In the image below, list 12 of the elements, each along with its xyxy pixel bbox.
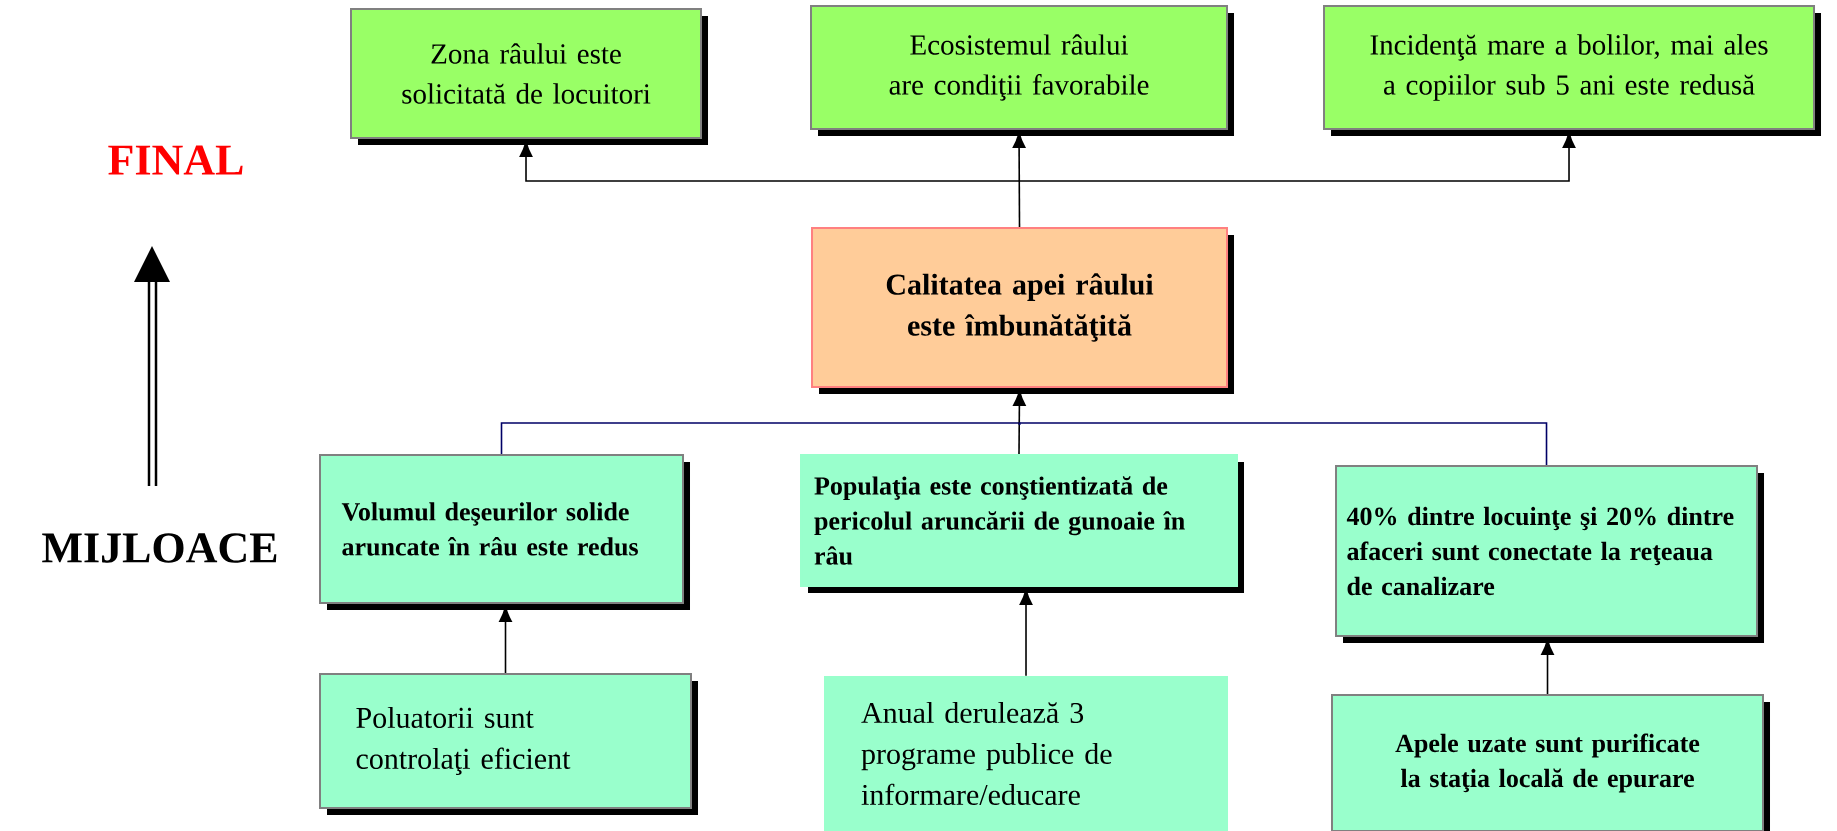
text-box: Populaţia este conştientizată de pericolul aruncării de gunoaie în râu: [800, 454, 1244, 593]
text-box: Poluatorii sunt controlaţi eficient: [319, 673, 698, 815]
text-box: Ecosistemul râului are condiţii favorabile: [810, 5, 1234, 136]
text-box: Calitatea apei râului este îmbunătăţită: [811, 227, 1234, 394]
text-box: Volumul deşeurilor solide aruncate în râu este redus: [319, 454, 690, 610]
text-box: Apele uzate sunt purificate la staţia locală de epurare: [1331, 694, 1770, 831]
text-box: Zona râului este solicitată de locuitori: [350, 8, 708, 145]
section-label: MIJLOACE: [42, 533, 277, 563]
section-label: FINAL: [108, 145, 243, 175]
text-box: Anual derulează 3 programe publice de informare/educare: [824, 676, 1228, 831]
text-box: Incidenţă mare a bolilor, mai ales a copiilor sub 5 ani este redusă: [1323, 5, 1821, 136]
text-box: 40% dintre locuinţe şi 20% dintre afaceri sunt conectate la reţeaua de canalizare: [1335, 465, 1764, 643]
